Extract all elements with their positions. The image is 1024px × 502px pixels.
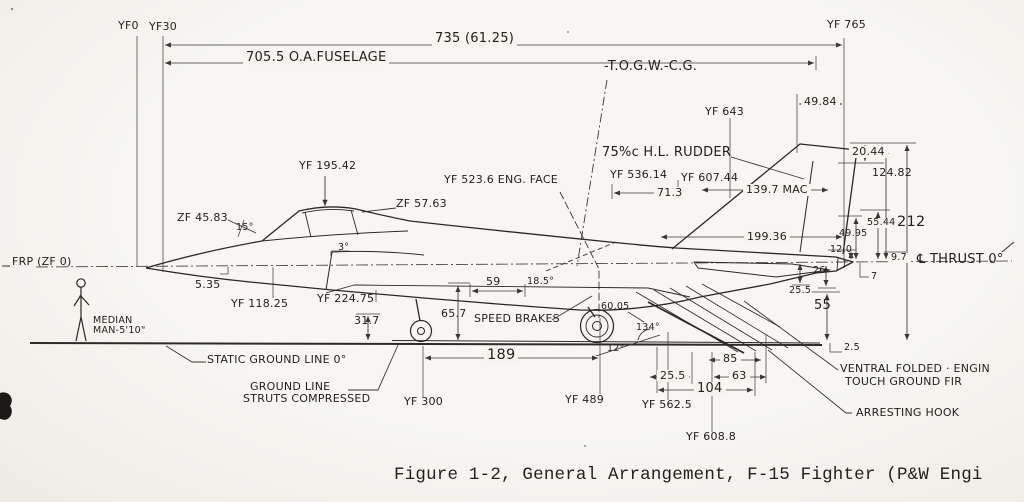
figure-caption: Figure 1-2, General Arrangement, F-15 Fi… [394, 465, 983, 485]
angle-canopy-3: 3° [338, 242, 350, 253]
dim-71-3: 71.3 [654, 187, 686, 199]
dim-212: 212 [897, 214, 926, 230]
dim-5-35: 5.35 [195, 278, 221, 291]
station-yf300: YF 300 [404, 395, 444, 408]
dim-26: 26 [813, 265, 826, 276]
station-yf224: YF 224.75 [317, 292, 375, 305]
station-yf607: YF 607.44 [681, 171, 739, 184]
ground-line-label-line1: GROUND LINE [250, 380, 331, 393]
togw-cg-label: -T.O.G.W.-C.G. [604, 59, 698, 74]
angle-windshield-15: 15° [236, 222, 254, 233]
station-yf536: YF 536.14 [610, 168, 668, 181]
dim-139-7-mac: 139.7 MAC [743, 184, 811, 196]
dim-199-36: 199.36 [744, 231, 790, 243]
angle-ground-12: 12° [607, 343, 625, 354]
dim-63: 63 [729, 370, 750, 382]
station-yf765: YF 765 [827, 18, 867, 31]
dim-9-7: 9.7 [888, 253, 910, 263]
station-yf523-eng-face: YF 523.6 ENG. FACE [444, 173, 559, 186]
dim-fuselage-length: 705.5 O.A.FUSELAGE [243, 51, 390, 65]
dim-12-0: 12.0 [830, 244, 853, 255]
dim-overall-length: 735 (61.25) [432, 32, 518, 46]
dim-25-5-bottom: 25.5 [657, 370, 689, 382]
station-zf57: ZF 57.63 [396, 197, 447, 210]
dim-85: 85 [720, 353, 741, 365]
dim-7: 7 [871, 271, 878, 282]
reference-ticks [220, 142, 916, 353]
station-yf489: YF 489 [565, 393, 605, 406]
ink-blob [0, 392, 12, 420]
static-ground-line-label: STATIC GROUND LINE 0° [207, 353, 347, 366]
dim-25-5-tail: 25.5 [789, 285, 812, 296]
dim-55-44: 55.44 [864, 218, 899, 228]
angle-speed-brake-18-5: 18.5° [527, 276, 555, 287]
dim-65-7: 65.7 [441, 307, 467, 320]
arresting-hook-label: ARRESTING HOOK [856, 406, 960, 419]
rudder-label: 75%c H.L. RUDDER [602, 145, 732, 160]
dim-124-82: 124.82 [872, 166, 912, 179]
ventral-folded-label-line1: VENTRAL FOLDED · ENGIN [840, 362, 990, 375]
speed-brakes-label: SPEED BRAKES [474, 312, 560, 325]
thrust-line-label: ℄ THRUST 0° [917, 252, 1004, 267]
dim-20-44: 20.44 [849, 146, 888, 158]
leader-lines [165, 79, 852, 414]
dim-31-7: 31.7 [354, 314, 380, 327]
station-yf608: YF 608.8 [686, 430, 737, 443]
fuselage-reference-line [2, 260, 1013, 268]
dim-2-5: 2.5 [844, 342, 860, 353]
median-man-label-line1: MEDIAN [93, 315, 133, 326]
aircraft-outline [145, 143, 858, 354]
dim-49-95: 49.95 [839, 228, 868, 239]
station-zf45: ZF 45.83 [177, 211, 228, 224]
dim-55: 55 [814, 298, 832, 313]
station-yf118: YF 118.25 [231, 297, 289, 310]
station-yf643: YF 643 [705, 105, 745, 118]
station-frp: FRP (ZF 0) [12, 255, 72, 268]
station-yf195: YF 195.42 [299, 159, 357, 172]
median-man-label-line2: MAN-5'10" [93, 325, 146, 336]
ventral-folded-label-line2: TOUCH GROUND FIR [845, 375, 963, 388]
dim-60-05: 60.05 [601, 301, 630, 312]
ground-line-label-line2: STRUTS COMPRESSED [243, 392, 371, 405]
dim-59: 59 [486, 275, 501, 288]
station-yf0: YF0 [118, 19, 139, 32]
median-man-figure [73, 278, 90, 342]
ground-lines [29, 340, 823, 346]
scan-artifacts [0, 7, 1015, 447]
angle-hook-134: 134° [636, 322, 660, 333]
dim-189: 189 [484, 347, 519, 364]
station-yf30: YF30 [149, 20, 178, 33]
dim-49-84: 49.84 [801, 96, 840, 108]
station-yf562: YF 562.5 [642, 398, 693, 411]
dimension-lines [165, 42, 910, 393]
dim-104: 104 [694, 382, 726, 396]
landing-gear [409, 298, 615, 344]
